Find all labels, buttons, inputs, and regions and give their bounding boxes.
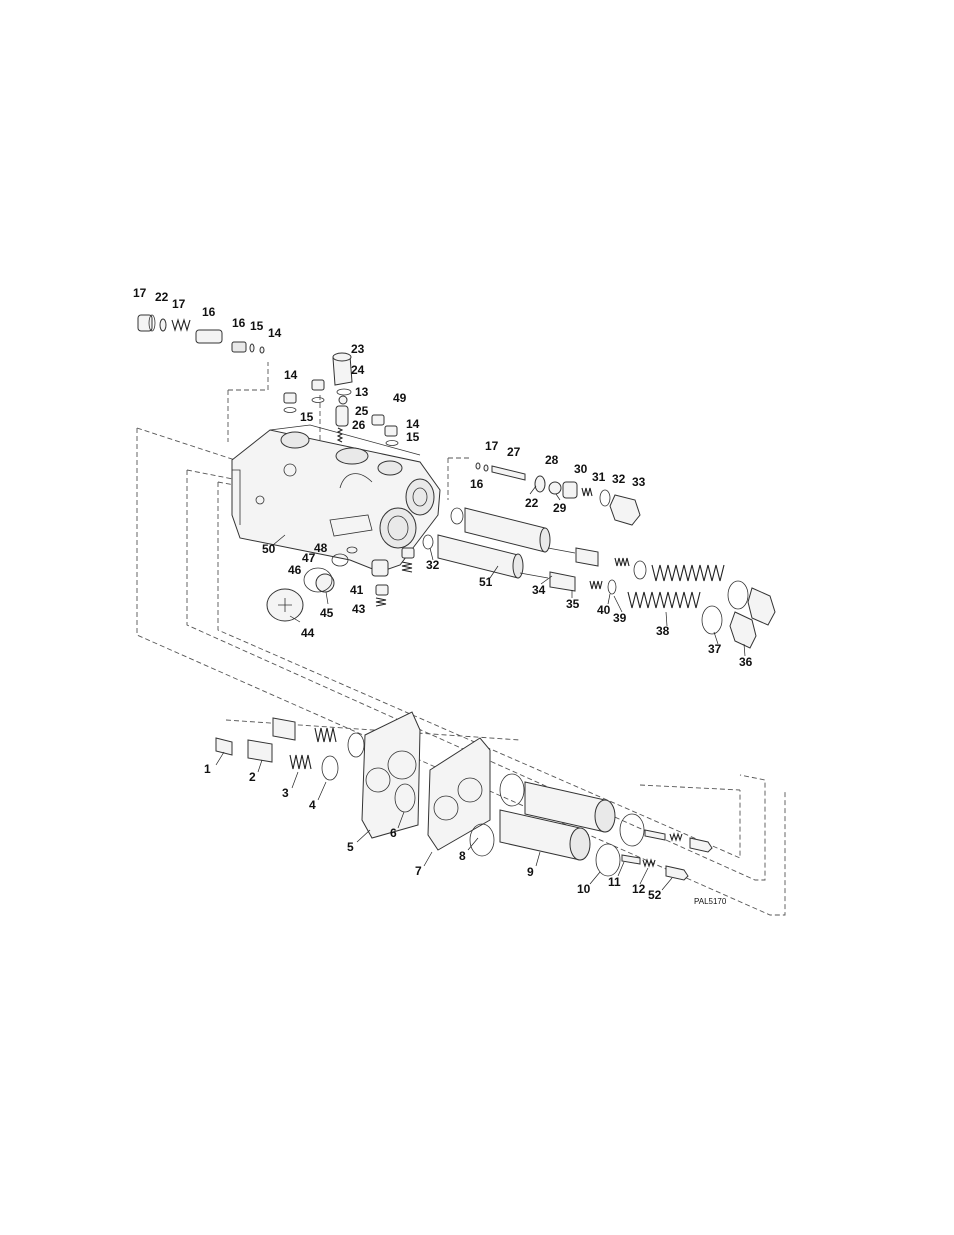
callout-16-right: 16 (470, 477, 484, 491)
callout-9: 9 (527, 865, 534, 879)
callout-8: 8 (459, 849, 466, 863)
callout-34: 34 (532, 583, 546, 597)
callout-49: 49 (393, 391, 407, 405)
callout-1: 1 (204, 762, 211, 776)
callout-17-right: 17 (485, 439, 499, 453)
callout-27: 27 (507, 445, 521, 459)
callout-17: 15 (250, 319, 264, 333)
figure-code: PAL5170 (694, 897, 727, 906)
callout-3: 3 (282, 786, 289, 800)
callout-26: 26 (352, 418, 366, 432)
callout-10: 10 (577, 882, 591, 896)
callout-25: 25 (355, 404, 369, 418)
callout-41: 41 (350, 583, 364, 597)
callout-24: 24 (351, 363, 365, 377)
callout-19: 16 (202, 305, 216, 319)
callout-6: 6 (390, 826, 397, 840)
callout-21: 17 (133, 286, 147, 300)
callout-22: 22 (155, 290, 169, 304)
callout-38: 38 (656, 624, 670, 638)
callout-45: 45 (320, 606, 334, 620)
callout-28: 28 (545, 453, 559, 467)
callout-15-left: 15 (300, 410, 314, 424)
upper-cartridge-parts (283, 352, 399, 446)
callout-50: 50 (262, 542, 276, 556)
callout-37: 37 (708, 642, 722, 656)
callout-4: 4 (309, 798, 316, 812)
callout-7: 7 (415, 864, 422, 878)
callout-16: 14 (268, 326, 282, 340)
callout-20: 17 (172, 297, 186, 311)
callout-15-right: 15 (406, 430, 420, 444)
callout-46: 46 (288, 563, 302, 577)
callout-36: 36 (739, 655, 753, 669)
callout-12: 12 (632, 882, 646, 896)
callout-44: 44 (301, 626, 315, 640)
callout-32-top: 32 (612, 472, 626, 486)
callout-43: 43 (352, 602, 366, 616)
callout-35: 35 (566, 597, 580, 611)
callout-52: 52 (648, 888, 662, 902)
valve-body (231, 424, 441, 577)
callout-22-right: 22 (525, 496, 539, 510)
callout-13: 13 (355, 385, 369, 399)
callout-2: 2 (249, 770, 256, 784)
leader-lines (215, 485, 746, 891)
lower-body-parts (266, 546, 415, 622)
relief-valve-parts (475, 462, 641, 526)
callout-18: 16 (232, 316, 246, 330)
callout-5: 5 (347, 840, 354, 854)
callout-40: 40 (597, 603, 611, 617)
callout-30: 30 (574, 462, 588, 476)
pilot-parts-top (137, 314, 265, 354)
callout-14-right: 14 (406, 417, 420, 431)
callout-labels: 17 22 17 16 16 15 14 23 24 13 25 26 49 1… (133, 286, 753, 906)
callout-14-left: 14 (284, 368, 298, 382)
callout-29: 29 (553, 501, 567, 515)
callout-11: 11 (608, 875, 621, 889)
callout-33: 33 (632, 475, 646, 489)
spool-assembly (422, 507, 776, 649)
lower-assembly (215, 711, 713, 881)
callout-47: 47 (302, 551, 316, 565)
callout-51: 51 (479, 575, 493, 589)
callout-48: 48 (314, 541, 328, 555)
callout-32-mid: 32 (426, 558, 440, 572)
callout-31: 31 (592, 470, 606, 484)
callout-23: 23 (351, 342, 365, 356)
callout-39: 39 (613, 611, 627, 625)
